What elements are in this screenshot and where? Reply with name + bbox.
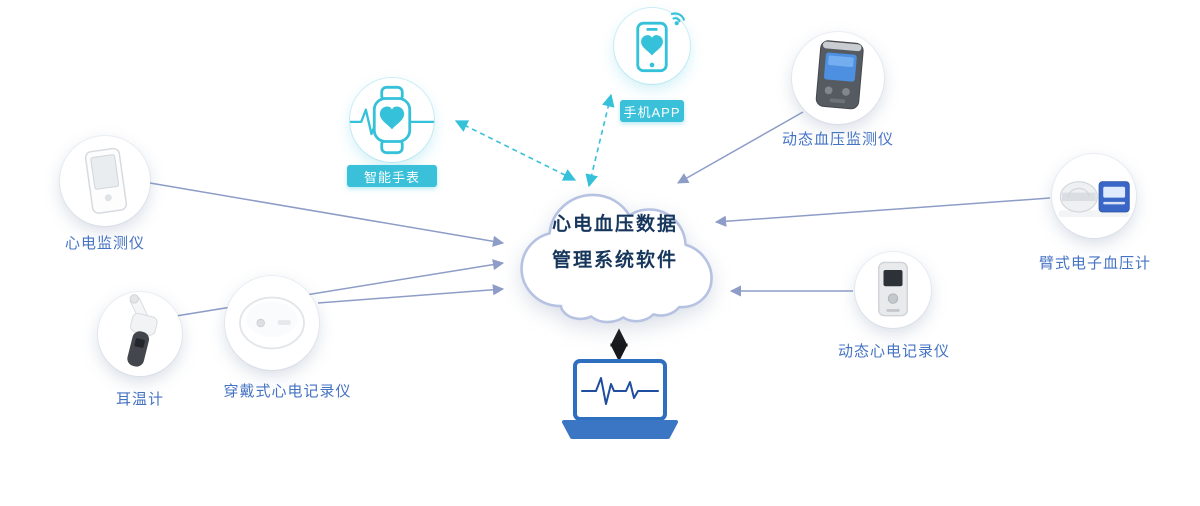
label-ecg-monitor: 心电监测仪 xyxy=(40,232,170,253)
label-phone-app: 手机APP xyxy=(620,100,684,122)
cloud-system-node: 心电血压数据 管理系统软件 xyxy=(506,174,724,326)
label-bp-monitor: 臂式电子血压计 xyxy=(1030,252,1160,273)
abpm-node xyxy=(792,32,884,124)
cloud-title-line1: 心电血压数据 xyxy=(551,214,678,235)
smartwatch-node xyxy=(350,78,434,162)
label-phone-app-text: 手机APP xyxy=(623,104,681,120)
ear-thermometer-device-icon xyxy=(127,294,158,367)
label-bp-monitor-text: 臂式电子血压计 xyxy=(1038,255,1151,272)
abpm-device-icon xyxy=(815,40,864,110)
label-holter-text: 动态心电记录仪 xyxy=(838,343,951,360)
wearable-patch-device-icon xyxy=(239,296,305,350)
label-ear-thermometer-text: 耳温计 xyxy=(115,391,164,408)
smartwatch-heart-icon xyxy=(350,85,434,155)
label-smartwatch-text: 智能手表 xyxy=(363,169,420,185)
label-holter: 动态心电记录仪 xyxy=(838,340,951,361)
label-wearable-recorder: 穿戴式心电记录仪 xyxy=(205,380,370,401)
bp-monitor-node xyxy=(1052,154,1136,238)
smartphone-node xyxy=(614,8,690,84)
holter-node xyxy=(855,252,931,328)
cloud-title: 心电血压数据 管理系统软件 xyxy=(506,208,724,278)
cloud-shape xyxy=(520,193,713,324)
label-smartwatch: 智能手表 xyxy=(347,165,437,187)
label-abpm-text: 动态血压监测仪 xyxy=(781,131,894,148)
holter-device-icon xyxy=(878,261,908,317)
label-abpm: 动态血压监测仪 xyxy=(763,128,913,149)
laptop-ecg-icon xyxy=(562,359,678,439)
ecg-monitor-device-icon xyxy=(84,147,128,214)
ear-thermometer-node xyxy=(98,292,182,376)
label-ecg-monitor-text: 心电监测仪 xyxy=(64,235,145,252)
ecg-monitor-node xyxy=(60,136,150,226)
label-ear-thermometer: 耳温计 xyxy=(90,388,190,409)
label-wearable-recorder-text: 穿戴式心电记录仪 xyxy=(223,383,352,400)
wearable-recorder-node xyxy=(225,276,319,370)
laptop-node xyxy=(552,358,686,442)
bp-monitor-device-icon xyxy=(1058,181,1130,217)
smartphone-heart-wifi-icon xyxy=(636,12,685,73)
cloud-title-line2: 管理系统软件 xyxy=(551,250,678,271)
